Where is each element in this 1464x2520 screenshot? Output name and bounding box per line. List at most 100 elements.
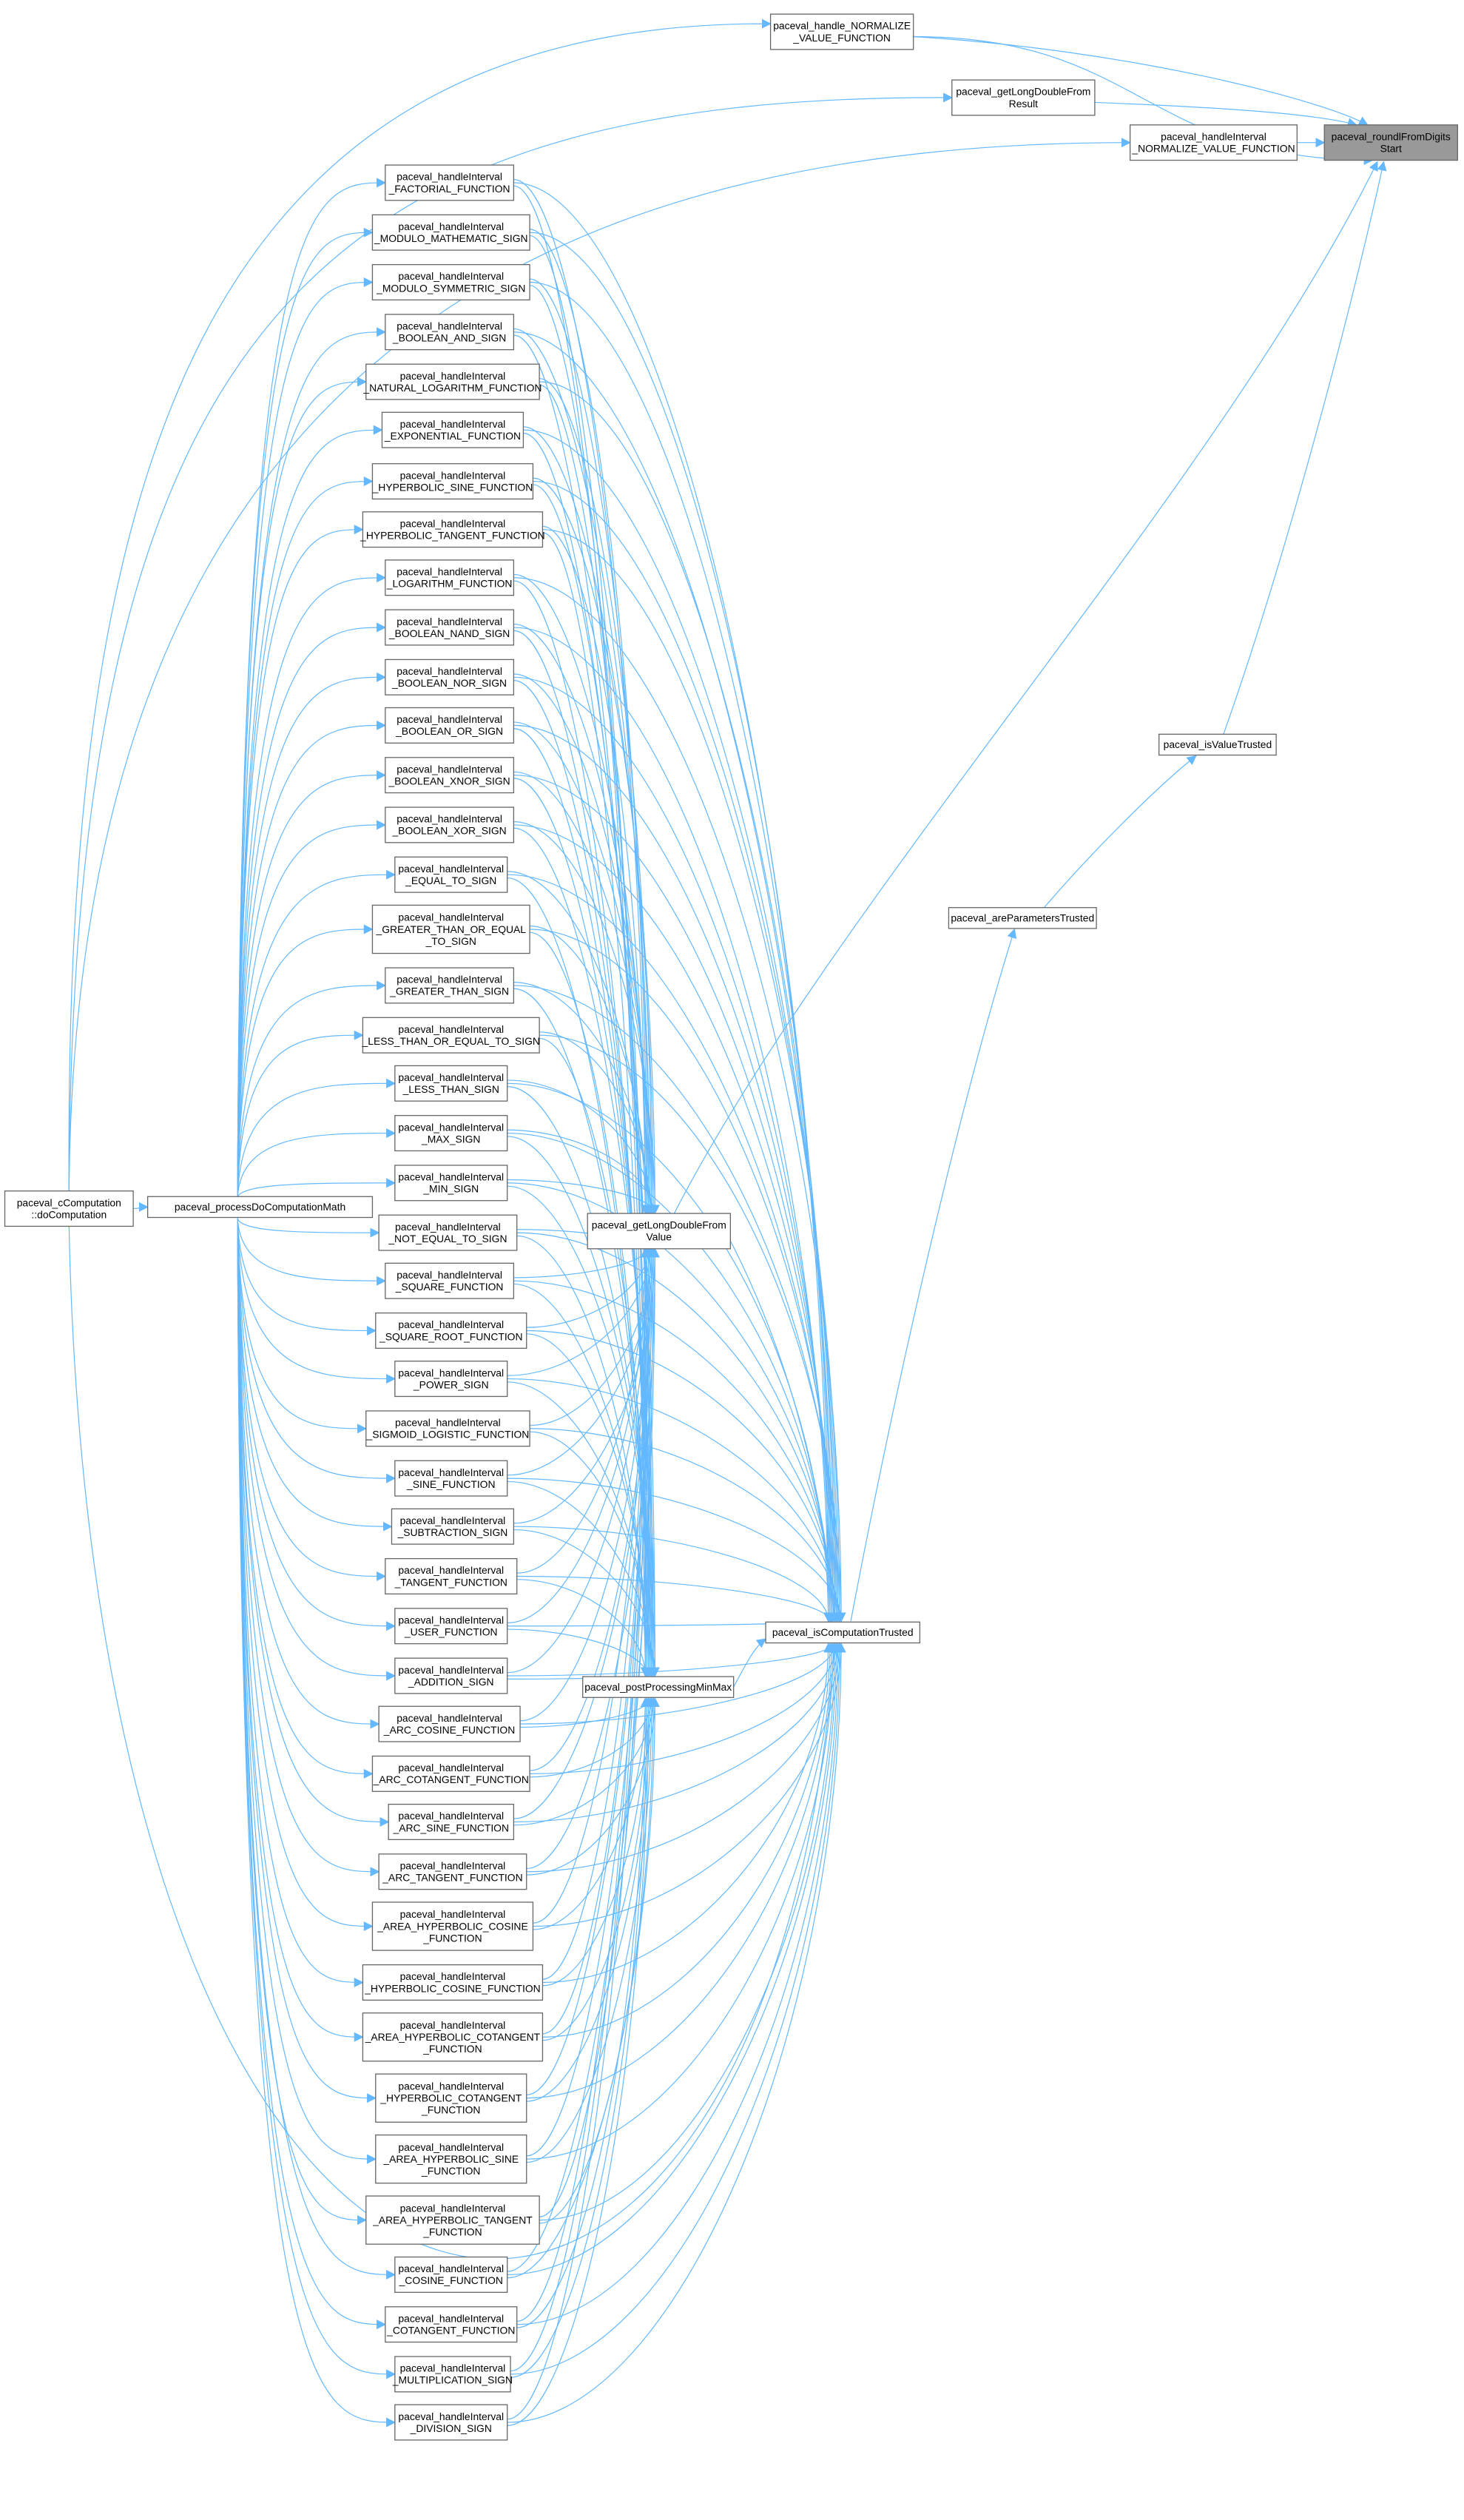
node-handleinterval-11[interactable]: paceval_handleInterval_BOOLEAN_OR_SIGN	[385, 707, 515, 744]
edge-interval-to-iscomputationtrusted	[510, 1643, 845, 2375]
node-handleinterval-4[interactable]: paceval_handleInterval_NATURAL_LOGARITHM…	[362, 363, 542, 400]
edge-process-to-interval	[237, 1218, 387, 1286]
edge-interval-to-getlongdouble	[539, 378, 657, 1215]
node-postproc[interactable]: paceval_postProcessingMinMax	[582, 1676, 735, 1698]
node-handleinterval-6[interactable]: paceval_handleInterval_HYPERBOLIC_SINE_F…	[372, 463, 534, 500]
edges-layer	[68, 18, 1387, 2428]
node-handleinterval-15[interactable]: paceval_handleInterval_GREATER_THAN_OR_E…	[371, 904, 530, 954]
node-handleinterval-13[interactable]: paceval_handleInterval_BOOLEAN_XOR_SIGN	[385, 806, 515, 843]
node-handleinterval-10[interactable]: paceval_handleInterval_BOOLEAN_NOR_SIGN	[385, 658, 515, 695]
node-box	[394, 2404, 508, 2441]
node-handleinterval-26[interactable]: paceval_handleInterval_SINE_FUNCTION	[394, 1460, 508, 1497]
node-handleinterval-23[interactable]: paceval_handleInterval_SQUARE_ROOT_FUNCT…	[375, 1312, 527, 1349]
node-label: paceval_cComputation	[17, 1196, 121, 1208]
edge-process-to-interval	[237, 980, 387, 1198]
edge-interval-to-getlongdouble	[539, 1031, 655, 1215]
edge-interval-to-getlongdouble	[516, 1247, 650, 2322]
edge-process-to-interval	[237, 1218, 377, 2164]
node-handleinterval-39[interactable]: paceval_handleInterval_AREA_HYPERBOLIC_S…	[375, 2134, 527, 2184]
edge-interval-to-iscomputationtrusted	[513, 1526, 834, 1623]
node-handleinterval-33[interactable]: paceval_handleInterval_ARC_SINE_FUNCTION	[388, 1803, 515, 1841]
node-handleinterval-19[interactable]: paceval_handleInterval_MAX_SIGN	[394, 1115, 508, 1152]
node-label: _ADDITION_SIGN	[408, 1676, 494, 1688]
node-box	[1158, 733, 1277, 756]
node-handleinterval-8[interactable]: paceval_handleInterval_LOGARITHM_FUNCTIO…	[385, 559, 515, 596]
edge-process-to-interval	[237, 1218, 397, 2280]
node-box	[394, 1361, 508, 1398]
node-handleinterval-25[interactable]: paceval_handleInterval_SIGMOID_LOGISTIC_…	[365, 1410, 530, 1447]
node-handleinterval-41[interactable]: paceval_handleInterval_COSINE_FUNCTION	[394, 2256, 508, 2293]
node-label: _TO_SIGN	[425, 935, 476, 947]
node-label: paceval_handleInterval	[398, 2263, 504, 2274]
node-is-value-trusted[interactable]: paceval_isValueTrusted	[1158, 733, 1277, 756]
node-box	[385, 806, 515, 843]
node-box	[1129, 124, 1298, 161]
node-handleinterval-12[interactable]: paceval_handleInterval_BOOLEAN_XNOR_SIGN	[385, 757, 515, 794]
node-are-params-trusted[interactable]: paceval_areParametersTrusted	[948, 907, 1097, 929]
node-process[interactable]: paceval_processDoComputationMath	[146, 1196, 374, 1219]
edge-interval-to-iscomputationtrusted	[513, 724, 837, 1623]
node-box	[385, 609, 515, 646]
node-handleinterval-21[interactable]: paceval_handleInterval_NOT_EQUAL_TO_SIGN	[378, 1214, 518, 1251]
node-handleinterval-1[interactable]: paceval_handleInterval_MODULO_MATHEMATIC…	[371, 214, 530, 251]
node-handleinterval-22[interactable]: paceval_handleInterval_SQUARE_FUNCTION	[385, 1262, 515, 1299]
edge-interval-to-iscomputationtrusted	[507, 1643, 838, 1677]
node-handleinterval-7[interactable]: paceval_handleInterval_HYPERBOLIC_TANGEN…	[360, 511, 545, 548]
node-handleinterval-36[interactable]: paceval_handleInterval_HYPERBOLIC_COSINE…	[362, 1964, 544, 2001]
node-handleinterval-2[interactable]: paceval_handleInterval_MODULO_SYMMETRIC_…	[371, 263, 530, 301]
edge-interval-to-getlongdouble	[513, 624, 654, 1215]
node-handleinterval-17[interactable]: paceval_handleInterval_LESS_THAN_OR_EQUA…	[362, 1017, 540, 1054]
node-handleinterval-9[interactable]: paceval_handleInterval_BOOLEAN_NAND_SIGN	[385, 609, 515, 646]
node-label: paceval_handleInterval	[397, 320, 502, 332]
node-handleinterval-44[interactable]: paceval_handleInterval_DIVISION_SIGN	[394, 2404, 508, 2441]
node-label: paceval_handleInterval	[400, 1970, 506, 1982]
node-handleinterval-5[interactable]: paceval_handleInterval_EXPONENTIAL_FUNCT…	[381, 411, 524, 448]
node-handleinterval-34[interactable]: paceval_handleInterval_ARC_TANGENT_FUNCT…	[378, 1853, 527, 1890]
node-hi-normalize[interactable]: paceval_handleInterval_NORMALIZE_VALUE_F…	[1129, 124, 1298, 161]
node-label: _HYPERBOLIC_COTANGENT	[380, 2092, 522, 2103]
node-label: _SIGMOID_LOGISTIC_FUNCTION	[366, 1429, 530, 1441]
node-handleinterval-29[interactable]: paceval_handleInterval_USER_FUNCTION	[394, 1608, 508, 1645]
node-is-comp-trusted[interactable]: paceval_isComputationTrusted	[765, 1621, 921, 1644]
node-handleinterval-16[interactable]: paceval_handleInterval_GREATER_THAN_SIGN	[385, 967, 515, 1004]
node-label: paceval_handleInterval	[398, 1664, 504, 1676]
node-handleinterval-43[interactable]: paceval_handleInterval_MULTIPLICATION_SI…	[392, 2356, 513, 2393]
node-handleinterval-28[interactable]: paceval_handleInterval_TANGENT_FUNCTION	[385, 1557, 518, 1595]
node-handleinterval-37[interactable]: paceval_handleInterval_AREA_HYPERBOLIC_C…	[362, 2012, 544, 2062]
node-handleinterval-40[interactable]: paceval_handleInterval_AREA_HYPERBOLIC_T…	[365, 2195, 540, 2245]
node-handleinterval-27[interactable]: paceval_handleInterval_SUBTRACTION_SIGN	[391, 1508, 515, 1545]
node-box	[391, 1508, 515, 1545]
node-label: paceval_processDoComputationMath	[175, 1201, 345, 1213]
node-ccomp[interactable]: paceval_cComputation::doComputation	[4, 1190, 134, 1227]
node-handle-normalize[interactable]: paceval_handle_NORMALIZE_VALUE_FUNCTION	[769, 13, 914, 50]
edge-isvaluetrusted-to-root	[1222, 161, 1387, 735]
edge-interval-to-getlongdouble	[526, 1247, 654, 1328]
node-box	[375, 2073, 527, 2123]
node-box	[394, 2356, 511, 2393]
node-handleinterval-31[interactable]: paceval_handleInterval_ARC_COSINE_FUNCTI…	[378, 1705, 521, 1742]
node-label: paceval_handleInterval	[400, 1908, 506, 1920]
node-handleinterval-0[interactable]: paceval_handleInterval_FACTORIAL_FUNCTIO…	[385, 164, 515, 201]
node-handleinterval-20[interactable]: paceval_handleInterval_MIN_SIGN	[394, 1165, 508, 1202]
node-handleinterval-30[interactable]: paceval_handleInterval_ADDITION_SIGN	[394, 1657, 508, 1694]
node-handleinterval-32[interactable]: paceval_handleInterval_ARC_COTANGENT_FUN…	[371, 1755, 530, 1792]
node-handleinterval-24[interactable]: paceval_handleInterval_POWER_SIGN	[394, 1361, 508, 1398]
node-box	[388, 1803, 515, 1841]
node-handleinterval-3[interactable]: paceval_handleInterval_BOOLEAN_AND_SIGN	[385, 314, 515, 351]
node-handleinterval-14[interactable]: paceval_handleInterval_EQUAL_TO_SIGN	[394, 856, 508, 893]
node-handleinterval-35[interactable]: paceval_handleInterval_AREA_HYPERBOLIC_C…	[371, 1901, 534, 1951]
edge-interval-to-getlongdouble	[526, 1247, 660, 1870]
node-label: paceval_handleInterval	[397, 171, 502, 183]
edge-process-to-interval	[237, 1218, 368, 1434]
node-label: _SUBTRACTION_SIGN	[397, 1526, 508, 1538]
node-handleinterval-18[interactable]: paceval_handleInterval_LESS_THAN_SIGN	[394, 1065, 508, 1102]
node-label: paceval_handleInterval	[397, 616, 502, 627]
node-handleinterval-38[interactable]: paceval_handleInterval_HYPERBOLIC_COTANG…	[375, 2073, 527, 2123]
edge-interval-to-iscomputationtrusted	[533, 1643, 846, 1927]
node-label: paceval_getLongDoubleFrom	[956, 86, 1090, 98]
edge-interval-to-getlongdouble	[516, 1247, 650, 1574]
node-handleinterval-42[interactable]: paceval_handleInterval_COTANGENT_FUNCTIO…	[385, 2306, 518, 2343]
